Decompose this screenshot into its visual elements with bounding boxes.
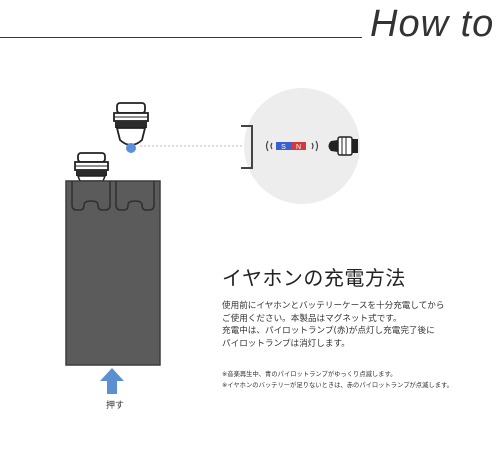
instruction-line: パイロットランプは消灯します。 <box>222 338 350 349</box>
notes: ※音楽再生中、青のパイロットランプがゆっくり点滅します。 ※イヤホンのバッテリー… <box>222 369 492 391</box>
battery-case <box>65 180 161 366</box>
note-line: ※音楽再生中、青のパイロットランプがゆっくり点滅します。 <box>222 371 397 378</box>
push-label: 押す <box>105 401 124 411</box>
section-heading: イヤホンの充電方法 <box>222 266 406 290</box>
header-rule <box>0 37 362 38</box>
page-title: How to <box>370 3 495 45</box>
instruction-line: ご使用ください。本製品はマグネット式です。 <box>222 313 402 324</box>
magnet-south <box>276 142 291 150</box>
earphone-floating <box>113 102 149 153</box>
magnet-south-label: S <box>281 144 286 151</box>
signal-arc-left <box>265 140 269 152</box>
note-line: ※イヤホンのバッテリーが足りないときは、赤のパイロットランプが点滅します。 <box>222 382 453 389</box>
magnet-north-label: N <box>296 144 301 151</box>
earphone-side-view <box>328 136 358 156</box>
signal-arc-right <box>311 142 314 150</box>
push-arrow <box>100 368 124 394</box>
led-indicator <box>126 143 136 153</box>
earphone-in-case <box>74 152 109 182</box>
instruction-line: 使用前にイヤホンとバッテリーケースを十分充電してから <box>222 301 445 311</box>
instructions-text: 使用前にイヤホンとバッテリーケースを十分充電してから ご使用ください。本製品はマ… <box>222 300 492 350</box>
instruction-line: 充電中は、パイロットランプ(赤)が点灯し充電完了後に <box>222 326 435 336</box>
magnet-north <box>291 142 306 150</box>
case-edge-bracket <box>241 125 253 169</box>
